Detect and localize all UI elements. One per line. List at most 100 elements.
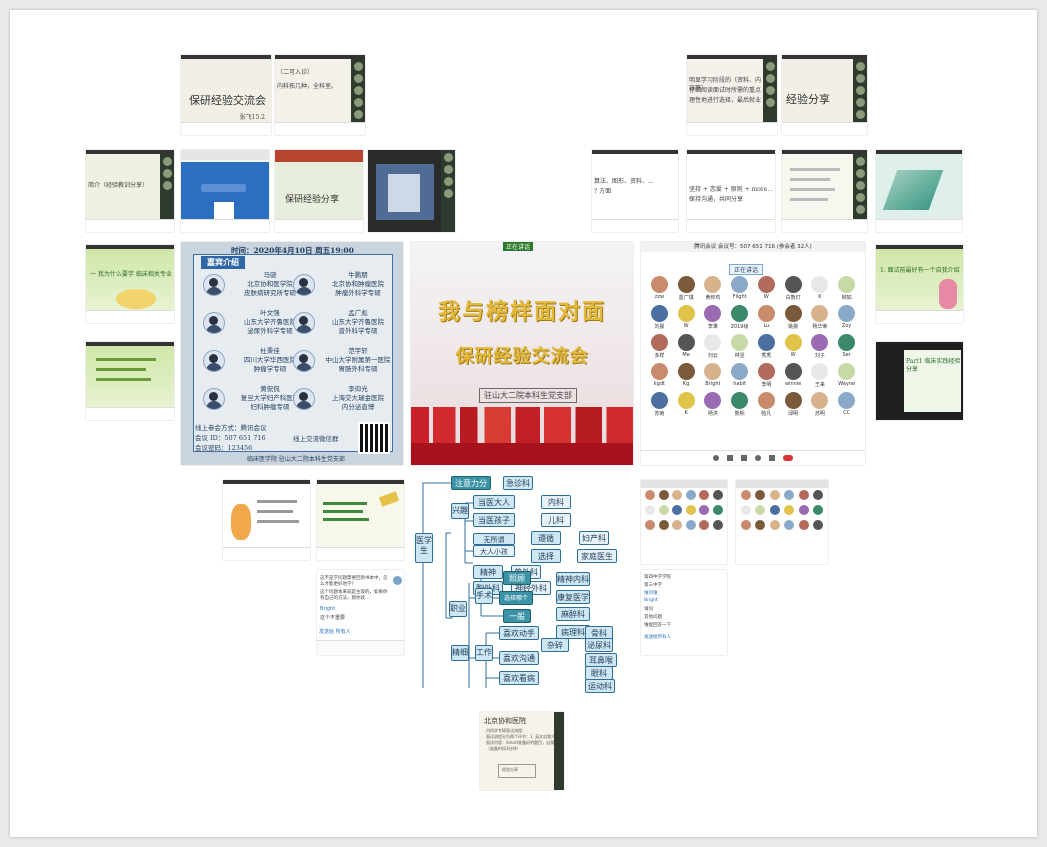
participant-name: 苏明	[814, 411, 825, 417]
slide-tile: 保研经验分享	[275, 150, 363, 232]
mindmap-node: 病理科	[556, 625, 590, 639]
guest-card: 叶文强山东大学齐鲁医院泌尿外科学专硕	[244, 309, 296, 335]
avatar-icon	[755, 505, 766, 515]
chat-line: 请问	[644, 607, 653, 612]
chat-send-bar[interactable]: 发送给所有人	[644, 635, 671, 640]
participant-avatar	[783, 490, 797, 500]
participant-avatar: 李秉	[701, 305, 726, 330]
participant-name: CC	[843, 410, 851, 416]
slide-title: 经验分享	[786, 93, 830, 106]
participant-avatar	[812, 490, 826, 500]
avatar-icon	[677, 305, 695, 322]
slide-text: 仔细阅读面试时所需的重点	[689, 87, 762, 94]
share-icon[interactable]	[741, 455, 747, 461]
participant-avatar: 秀秀	[754, 334, 779, 359]
participant-name: 杨洪	[707, 411, 718, 417]
participant-avatar	[698, 520, 711, 530]
participant-name: Wayne	[838, 381, 856, 387]
participant-avatar	[768, 490, 782, 500]
participant-name: kgdt	[653, 381, 665, 387]
participant-avatar: Zoy	[834, 305, 859, 330]
participant-avatar: 刘晨	[647, 305, 672, 330]
mindmap-node: 选择	[531, 549, 561, 563]
qr-code-icon	[358, 422, 390, 454]
slide-tile: 明显学习阶段的（资料、内容等） 仔细阅读面试时所需的重点 理性地进行选择，最后就…	[687, 55, 777, 135]
participant-avatar	[644, 490, 657, 500]
avatar-icon	[784, 363, 802, 380]
avatar-icon	[658, 490, 669, 500]
mindmap-root: 医学生	[415, 533, 433, 563]
avatar-icon	[798, 490, 809, 500]
slide-tile: 1. 面试前最好有一个自我介绍	[876, 245, 963, 323]
banner-subtitle: 保研经验交流会	[455, 346, 589, 367]
participant-avatar: Flight	[727, 276, 752, 301]
participant-avatar: 杨华荣	[808, 305, 833, 330]
participant-avatar: Me	[674, 334, 699, 359]
participant-name: 白熊灯	[785, 295, 801, 301]
guest-card: 黄侃侃复旦大学妇产科医院妇科肿瘤专硕	[240, 385, 300, 411]
end-call-icon[interactable]	[783, 455, 793, 461]
slide-text: 1. 面试前最好有一个自我介绍	[880, 267, 960, 274]
chat-line: 这不是学问题需要回到书本中，怎么才能更好地学？	[320, 576, 388, 587]
mindmap-node: 兴趣	[451, 503, 469, 519]
avatar-icon	[811, 392, 829, 409]
avatar-icon	[731, 363, 749, 380]
slide-text: （二可入诊）	[277, 69, 314, 76]
video-icon[interactable]	[727, 455, 733, 461]
participant-name: Ser	[842, 352, 851, 358]
avatar-icon	[677, 276, 695, 293]
participant-avatar	[658, 505, 671, 515]
participant-avatar	[754, 520, 768, 530]
slide-text: 明显学习阶段的（资料、内容等）	[689, 77, 762, 92]
avatar-icon	[740, 520, 751, 530]
poster-time: 时间：2020年4月10日 周五19:00	[231, 246, 354, 255]
slide-tile: 简介（经验教训分享）	[86, 150, 174, 232]
participant-avatar: W	[781, 334, 806, 359]
chat-line: 第四中学学院	[644, 575, 671, 580]
participant-avatar	[698, 490, 711, 500]
avatar-icon	[757, 276, 775, 293]
avatar-icon	[784, 305, 802, 322]
mindmap-node: 遵循	[531, 531, 561, 545]
chat-send-bar[interactable]: 发送给 所有人	[319, 629, 351, 635]
participant-name: Zoy	[841, 323, 852, 329]
chat-icon[interactable]	[769, 455, 775, 461]
participant-name: 刘云	[707, 353, 718, 359]
avatar-icon	[704, 392, 722, 409]
avatar-icon	[798, 520, 809, 530]
doc-line: 经验分享	[502, 767, 518, 772]
avatar-icon	[672, 505, 683, 515]
participant-avatar: Wayne	[834, 363, 859, 388]
mute-icon[interactable]	[713, 455, 719, 461]
members-icon[interactable]	[755, 455, 761, 461]
avatar-icon	[650, 392, 668, 409]
participant-avatar	[812, 505, 826, 515]
mindmap-node: 喜欢动手	[499, 626, 539, 640]
mindmap-node: 当医大人	[473, 495, 515, 509]
document-tile: 北京协和医院 内科学专硕面试流程： 面试流程分为两个环节：1. 英文自我介绍 面…	[480, 712, 564, 790]
mindmap-node: 精神	[473, 565, 503, 579]
avatar-icon	[699, 505, 710, 515]
participant-avatar	[739, 505, 753, 515]
avatar-icon	[645, 505, 656, 515]
participant-avatar: K	[808, 276, 833, 301]
participant-name: 林昱	[734, 353, 745, 359]
participant-avatar	[768, 505, 782, 515]
participant-avatar	[783, 505, 797, 515]
participant-name: Kg	[682, 381, 690, 387]
participant-avatar: 王来	[808, 363, 833, 388]
avatar-icon	[704, 334, 722, 351]
participant-name: Me	[682, 352, 690, 358]
avatar-icon	[755, 490, 766, 500]
mindmap-node: 骨科	[585, 626, 613, 640]
avatar-icon	[811, 334, 829, 351]
avatar-icon	[811, 363, 829, 380]
avatar-icon	[757, 334, 775, 351]
mindmap-node: 泌尿科	[585, 638, 613, 652]
participant-avatar: 姚晨	[781, 305, 806, 330]
slide-tile: Part1 临床实践经验分享	[876, 342, 963, 420]
slide-tile: 一 我为什么要学 临床相关专业	[86, 245, 174, 323]
slide-tile: 经验分享	[782, 55, 867, 135]
participant-avatar	[685, 490, 698, 500]
